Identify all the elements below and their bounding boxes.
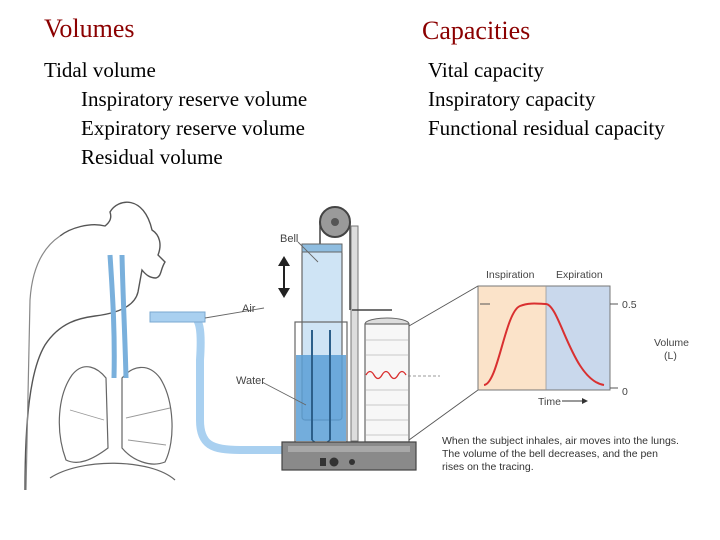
person-lower-body	[25, 235, 61, 491]
capacities-list: Vital capacity Inspiratory capacity Func…	[428, 56, 665, 143]
volumes-list: Tidal volume Inspiratory reserve volume …	[44, 56, 307, 172]
volume-item-tidal: Tidal volume	[44, 58, 156, 82]
water	[296, 355, 346, 441]
volume-axis-label: Volume	[654, 337, 689, 349]
volume-item-residual: Residual volume	[81, 145, 223, 169]
lung-lobe-lines	[69, 407, 171, 446]
volume-item-inspiratory-reserve: Inspiratory reserve volume	[81, 87, 308, 111]
volumes-heading: Volumes	[44, 14, 135, 43]
graph-frame	[477, 285, 611, 391]
diaphragm	[49, 462, 176, 481]
expiration-region	[546, 286, 610, 390]
tick-label-high: 0.5	[622, 299, 637, 311]
base-knob	[329, 457, 339, 467]
left-lung	[58, 366, 109, 463]
person-silhouette	[24, 201, 166, 491]
drum-trace	[365, 370, 407, 380]
air-label: Air	[242, 303, 256, 315]
tick-label-low: 0	[622, 386, 628, 398]
trachea	[107, 254, 129, 379]
mouthpiece	[149, 311, 206, 323]
caption-line-2: The volume of the bell decreases, and th…	[442, 448, 658, 460]
capacity-item-vital: Vital capacity	[428, 58, 544, 82]
base-knob-2	[349, 459, 355, 465]
recording-drum	[364, 323, 410, 443]
volume-trace	[483, 302, 605, 386]
capacities-heading: Capacities	[422, 16, 531, 45]
volume-item-expiratory-reserve: Expiratory reserve volume	[81, 116, 305, 140]
water-label: Water	[236, 375, 265, 387]
time-axis-label: Time	[538, 396, 561, 408]
expiration-label: Expiration	[556, 269, 603, 281]
inspiration-label: Inspiration	[486, 269, 535, 281]
caption-line-3: rises on the tracing.	[442, 461, 534, 473]
volume-axis-unit: (L)	[664, 350, 677, 362]
right-lung	[121, 366, 173, 465]
air-tube	[159, 311, 296, 454]
capacity-item-inspiratory: Inspiratory capacity	[428, 87, 596, 111]
support-post	[350, 225, 359, 442]
caption-line-1: When the subject inhales, air moves into…	[442, 435, 679, 447]
bell-label: Bell	[280, 233, 298, 245]
inspiration-region	[478, 286, 546, 390]
capacity-item-functional-residual: Functional residual capacity	[428, 116, 665, 140]
